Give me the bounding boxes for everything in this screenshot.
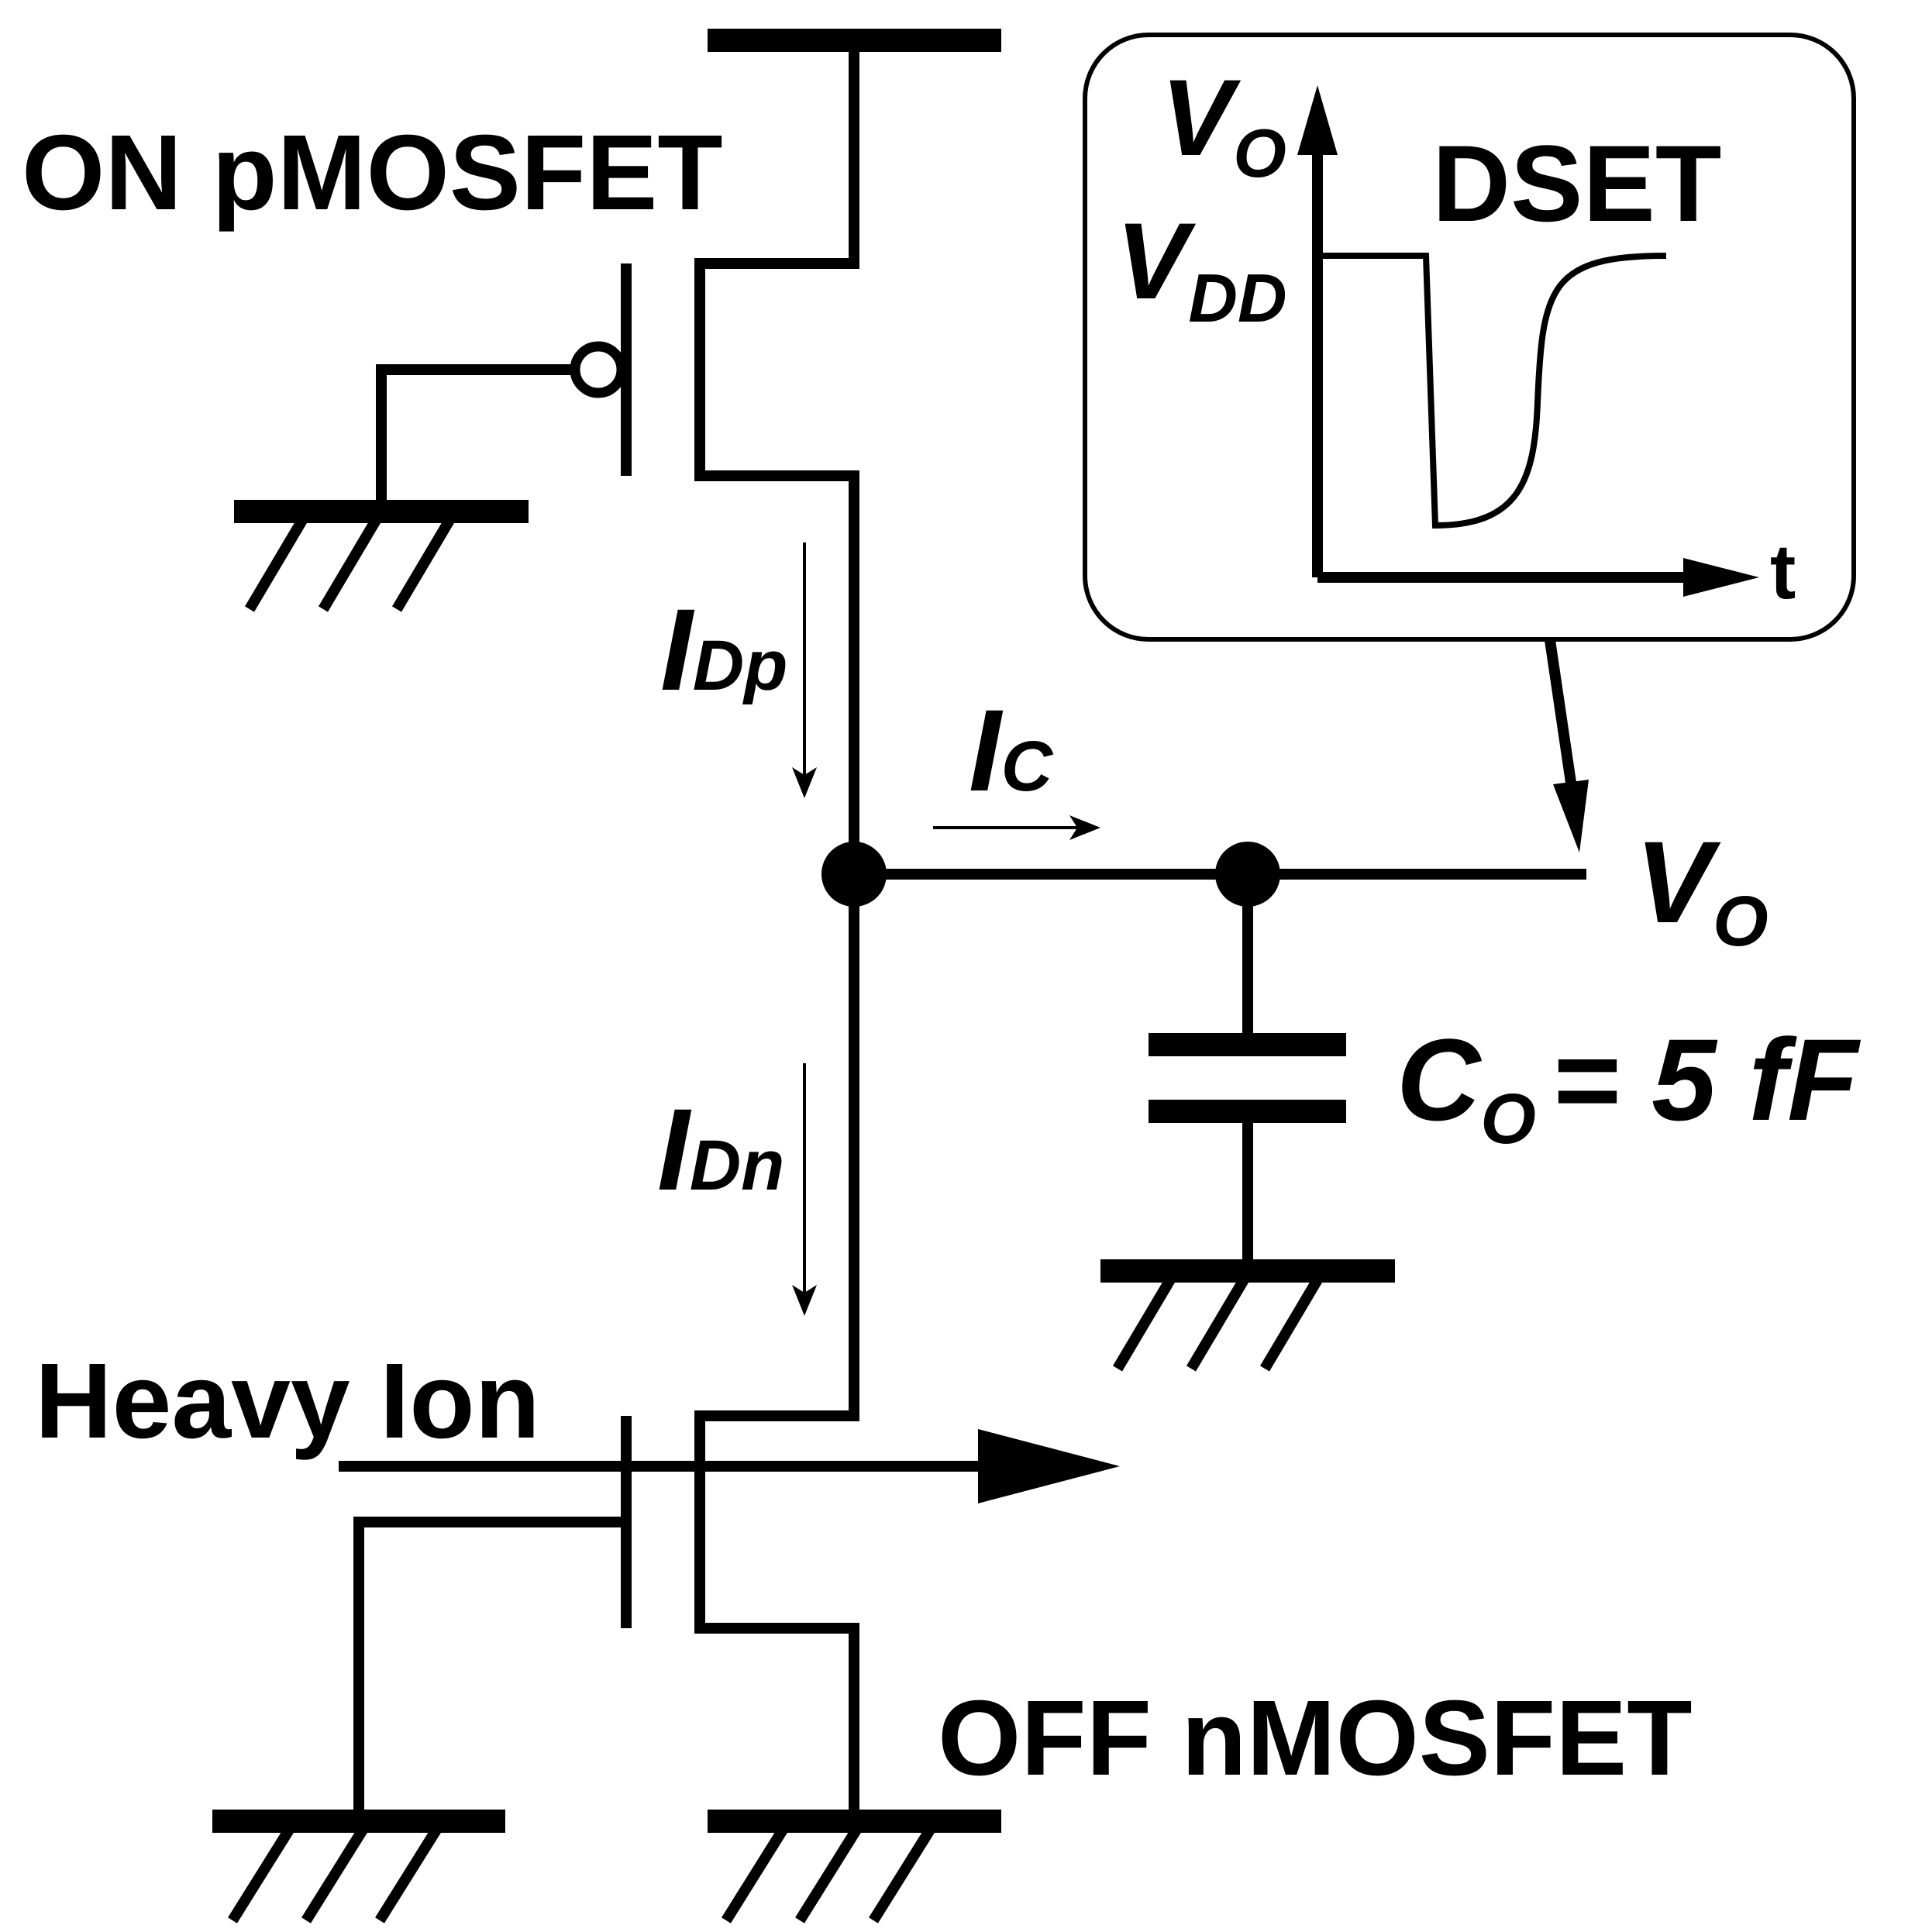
heavy-ion-arrow-icon <box>339 1429 1120 1503</box>
pmos-transistor <box>376 40 859 874</box>
ground-symbol-nmos-gate <box>212 1810 505 1923</box>
ground-symbol-capacitor <box>1100 1259 1395 1372</box>
inset-frame <box>1083 33 1856 642</box>
pmos-gate-bubble-icon <box>570 341 627 398</box>
i-c-label: IC <box>969 685 1054 815</box>
i-dn-label: IDn <box>657 1084 784 1214</box>
inset-x-label: t <box>1770 529 1796 615</box>
heavy-ion-label: Heavy Ion <box>35 1341 540 1461</box>
dset-waveform <box>1317 253 1667 529</box>
y-axis-arrow-icon <box>1297 85 1338 155</box>
i-dp-label: IDp <box>660 584 787 715</box>
i-dp-arrow-icon <box>792 542 817 798</box>
ground-symbol-pmos-gate <box>234 500 529 612</box>
inset-y-label: VO <box>1161 57 1286 191</box>
pmos-gate-wire <box>376 364 575 511</box>
pmos-source-wire <box>694 40 859 874</box>
nmos-label: OFF nMOSFET <box>938 1679 1693 1798</box>
inset-pointer-arrow-icon <box>1553 780 1589 852</box>
nmos-transistor <box>353 874 859 1817</box>
output-capacitor <box>1149 874 1346 1263</box>
nmos-drain-wire <box>694 874 859 1817</box>
x-axis-arrow-icon <box>1683 558 1759 597</box>
inset-title: DSET <box>1432 122 1721 244</box>
i-c-arrow-icon <box>933 815 1100 840</box>
i-dn-arrow-icon <box>792 1063 817 1316</box>
ground-symbol-nmos-source <box>708 1810 1001 1923</box>
pmos-label: ON pMOSFET <box>22 113 723 232</box>
nmos-gate-wire <box>353 1517 626 1817</box>
dset-inset <box>1083 33 1856 852</box>
inset-vdd-label: VDD <box>1116 200 1287 336</box>
capacitance-label: CO= 5 fF <box>1397 1014 1861 1159</box>
vo-output-label: VO <box>1635 817 1769 961</box>
